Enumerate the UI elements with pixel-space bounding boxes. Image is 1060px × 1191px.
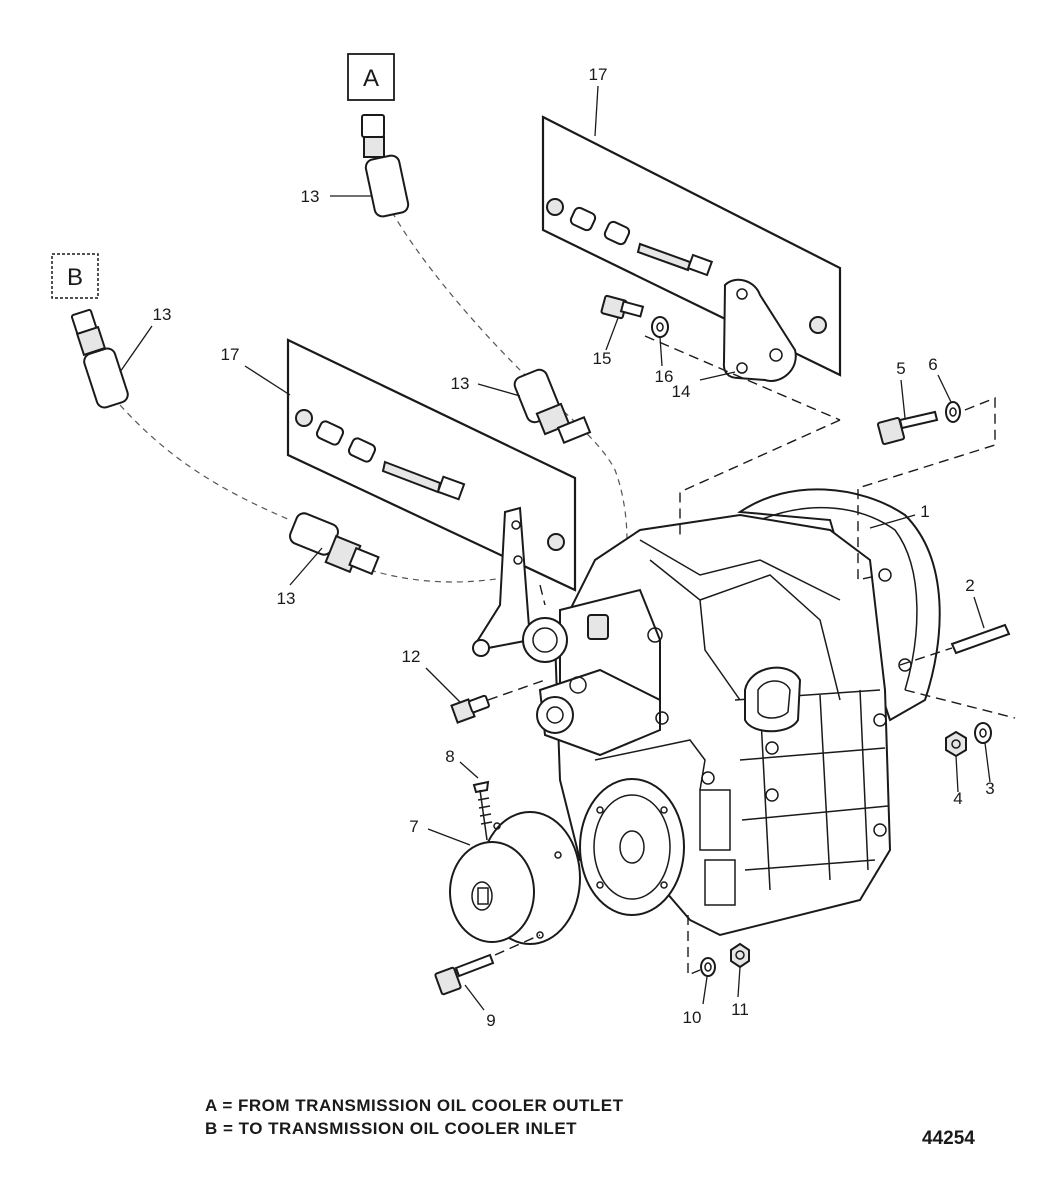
fitting-13-middle — [513, 368, 592, 444]
leader-12 — [425, 667, 461, 703]
fitting-13-lower — [289, 512, 380, 576]
leader-13-b — [119, 325, 153, 373]
fitting-13-b-upper — [70, 308, 129, 409]
leader-13-mid — [477, 383, 521, 397]
callout-11: 11 — [731, 1000, 749, 1019]
callout-16: 16 — [655, 367, 674, 386]
callout-14: 14 — [672, 382, 691, 401]
bracket-14 — [722, 278, 797, 382]
leader-16 — [659, 336, 663, 367]
callout-17-upper: 17 — [589, 65, 608, 84]
output-flange — [579, 778, 685, 916]
leader-15 — [605, 317, 619, 351]
leader-5 — [900, 379, 906, 419]
leader-10 — [702, 976, 708, 1005]
washer-3 — [974, 722, 992, 744]
leader-17-lower — [244, 365, 291, 396]
leader-7 — [427, 828, 471, 846]
leader-13-lower — [289, 547, 323, 586]
assembly-line-sender12 — [487, 679, 546, 701]
callout-7: 7 — [409, 817, 418, 836]
callout-13-mid: 13 — [451, 374, 470, 393]
callout-2: 2 — [965, 576, 974, 595]
callout-box-a: A — [347, 53, 395, 101]
leader-17-upper — [594, 85, 599, 137]
hose-a-line — [391, 211, 628, 591]
leader-2 — [973, 596, 985, 629]
leader-1 — [869, 514, 916, 529]
assembly-line-bolt9 — [494, 934, 541, 956]
callout-6: 6 — [928, 355, 937, 374]
leader-8 — [459, 761, 479, 779]
stud-2 — [950, 623, 1011, 655]
nut-11 — [730, 942, 750, 969]
leader-11 — [737, 966, 741, 998]
assembly-line-panel-upper — [644, 335, 841, 421]
leader-6 — [937, 374, 952, 403]
callout-15: 15 — [593, 349, 612, 368]
callout-13-b: 13 — [153, 305, 172, 324]
callout-4: 4 — [953, 789, 962, 808]
callout-13-lower: 13 — [277, 589, 296, 608]
leader-3 — [984, 742, 991, 783]
fitting-13-a-upper — [361, 114, 410, 218]
bolt-15 — [600, 294, 645, 320]
assembly-line-stud2 — [899, 647, 953, 666]
legend-line-b: B = TO TRANSMISSION OIL COOLER INLET — [205, 1119, 578, 1138]
callout-5: 5 — [896, 359, 905, 378]
nut-4 — [945, 730, 967, 758]
callout-3: 3 — [985, 779, 994, 798]
callout-13-a: 13 — [301, 187, 320, 206]
legend-line-a: A = FROM TRANSMISSION OIL COOLER OUTLET — [205, 1096, 624, 1115]
callout-10: 10 — [683, 1008, 702, 1027]
lower-bracket — [472, 506, 532, 657]
callout-9: 9 — [486, 1011, 495, 1030]
callout-box-b: B — [51, 253, 99, 299]
hardware-panel-17-upper — [541, 115, 842, 377]
washer-16 — [651, 316, 669, 338]
callout-12: 12 — [402, 647, 421, 666]
assembly-line-lower-panel — [539, 584, 546, 606]
screw-8 — [472, 780, 493, 841]
washer-6 — [945, 401, 961, 423]
bolt-5 — [876, 410, 939, 446]
washer-10 — [700, 957, 716, 977]
leader-9 — [464, 984, 485, 1011]
box-b-letter: B — [67, 264, 83, 291]
leader-4 — [955, 755, 959, 793]
figure-number: 44254 — [922, 1128, 975, 1149]
callout-17-lower: 17 — [221, 345, 240, 364]
callout-1: 1 — [920, 502, 929, 521]
box-a-letter: A — [363, 65, 379, 92]
leader-14 — [699, 371, 736, 381]
assembly-line-bolt5 — [857, 396, 996, 581]
assembly-line-washer10 — [687, 915, 701, 977]
callout-8: 8 — [445, 747, 454, 766]
bolt-9 — [434, 953, 495, 996]
coupling-7 — [449, 811, 581, 945]
sender-12 — [450, 694, 490, 724]
assembly-line-nut4 — [904, 689, 1016, 719]
